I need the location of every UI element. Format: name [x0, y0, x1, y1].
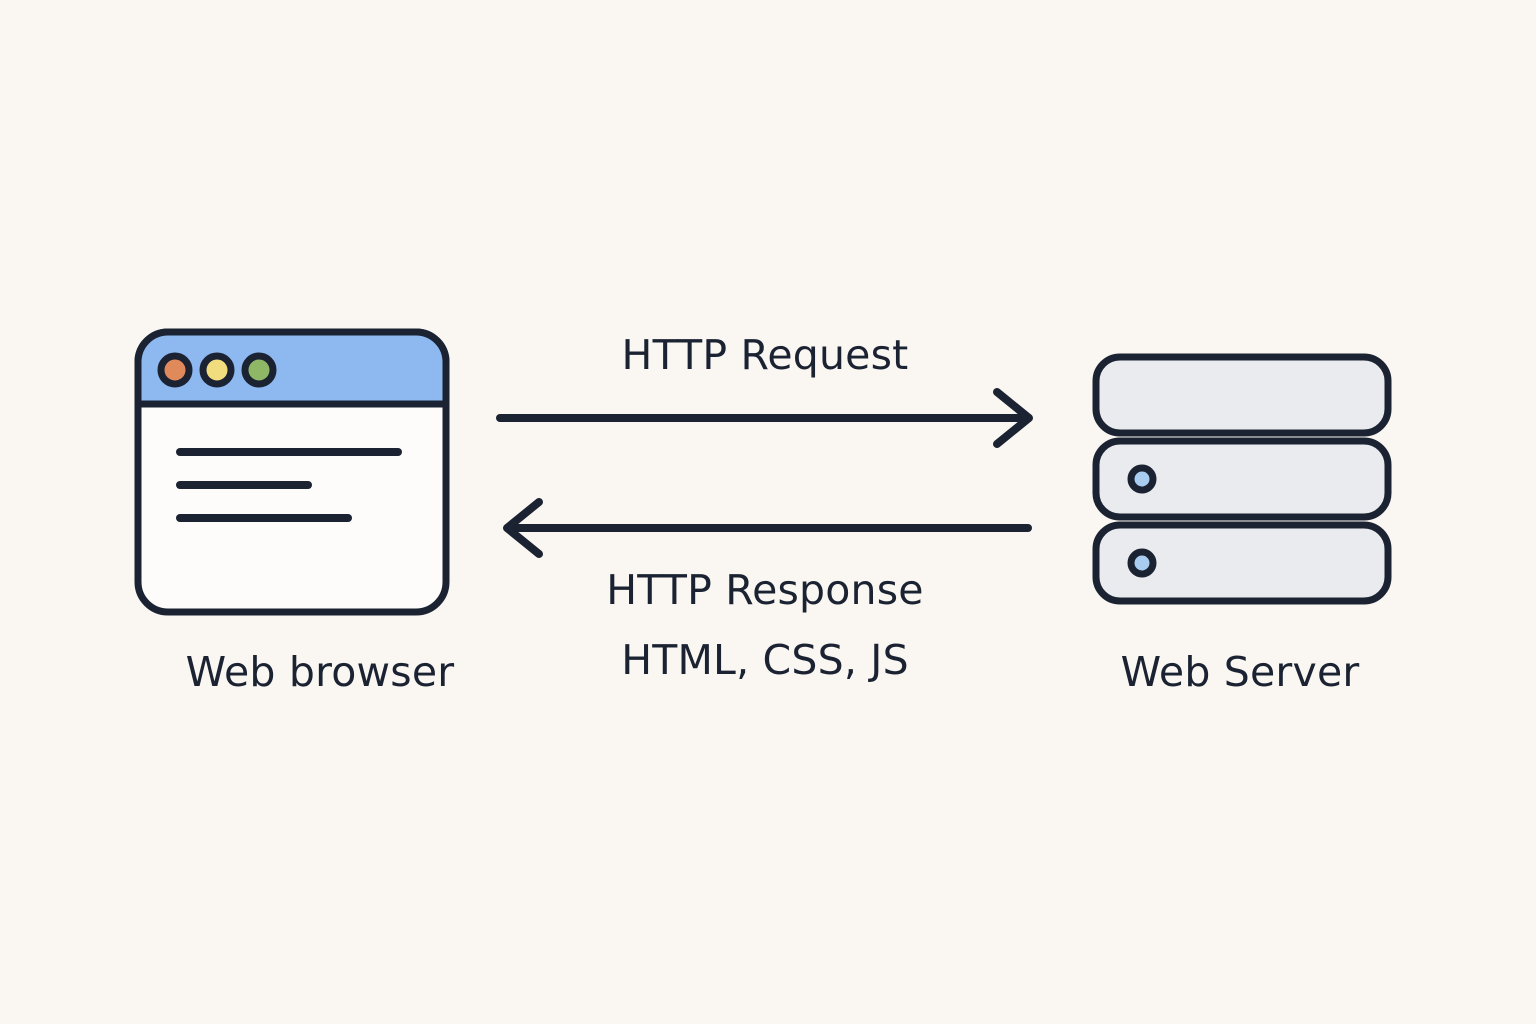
traffic-light-yellow-dot[interactable]	[199, 352, 235, 388]
server-led-icon-2	[1127, 548, 1157, 578]
browser-window-icon[interactable]	[134, 328, 450, 616]
response-arrow-label-line1: HTTP Response	[606, 566, 924, 614]
server-node-label: Web Server	[1120, 648, 1360, 696]
response-arrow	[503, 498, 1032, 558]
server-slab-2	[1092, 437, 1392, 521]
server-led-icon-1	[1127, 464, 1157, 494]
response-arrow-label-line2: HTML, CSS, JS	[621, 636, 909, 684]
request-arrow	[496, 388, 1033, 448]
traffic-light-green-dot[interactable]	[241, 352, 277, 388]
traffic-light-red-dot[interactable]	[157, 352, 193, 388]
request-arrow-head	[993, 388, 1033, 448]
server-slab-1	[1092, 353, 1392, 437]
server-stack-icon[interactable]	[1092, 353, 1392, 605]
browser-node-label: Web browser	[185, 648, 455, 696]
request-arrow-label: HTTP Request	[621, 331, 909, 379]
response-arrow-head	[503, 498, 543, 558]
server-slab-3	[1092, 521, 1392, 605]
